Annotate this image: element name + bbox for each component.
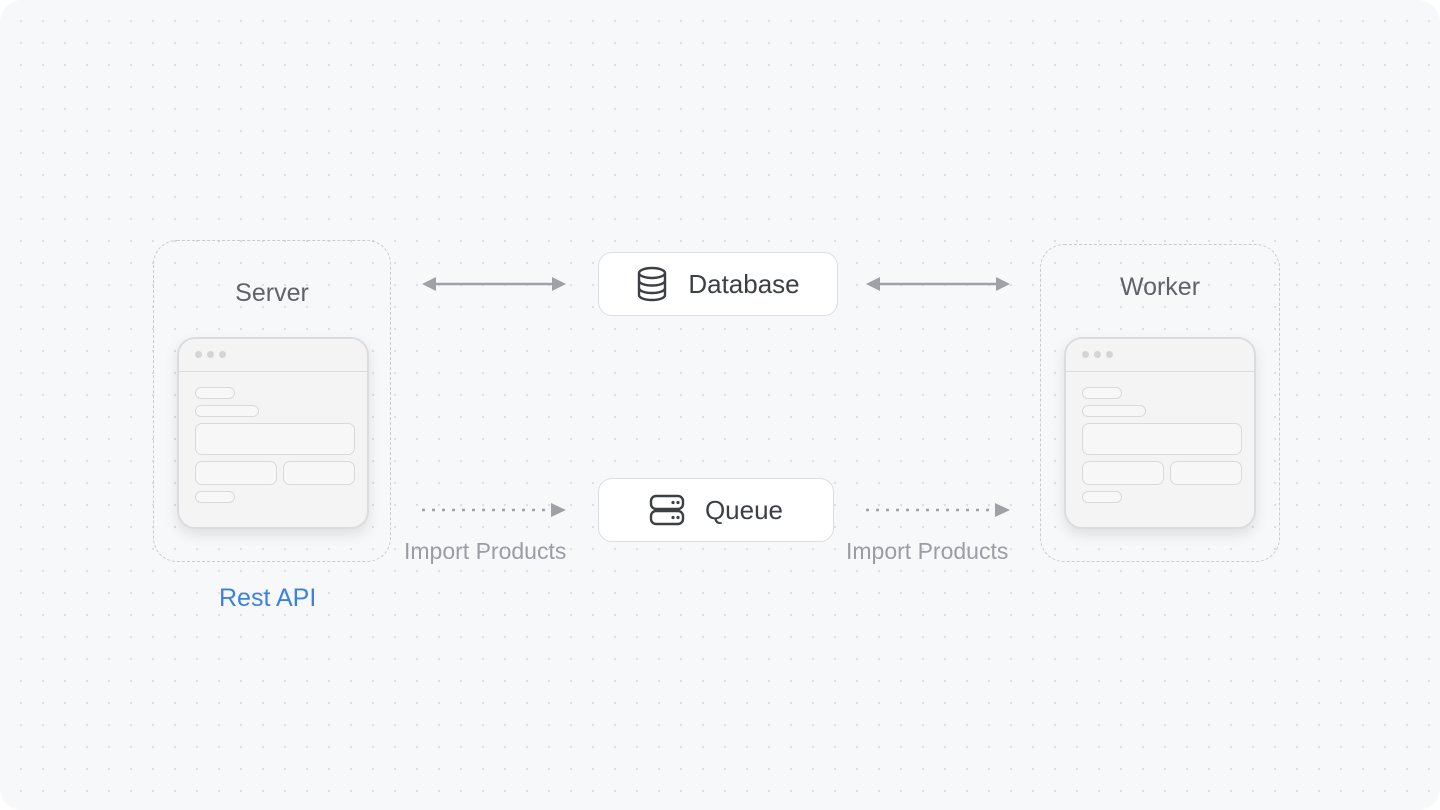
window-line <box>195 491 235 503</box>
database-worker-arrow <box>866 277 1010 291</box>
queue-worker-arrow <box>866 503 1010 517</box>
window-field <box>195 423 355 455</box>
server-queue-arrow <box>422 503 566 517</box>
rest-api-label: Rest API <box>219 584 317 612</box>
window-dot <box>1094 351 1101 358</box>
window-field <box>1170 461 1242 485</box>
window-field <box>1082 423 1242 455</box>
worker-group[interactable]: Worker <box>1040 244 1280 562</box>
window-dot <box>1082 351 1089 358</box>
database-label: Database <box>688 268 800 299</box>
window-line <box>195 387 235 399</box>
window-field <box>195 461 277 485</box>
server-database-arrow <box>422 277 566 291</box>
queue-label: Queue <box>704 494 784 525</box>
window-line <box>195 405 259 417</box>
window-dot <box>1106 351 1113 358</box>
server-window-illustration <box>177 337 369 529</box>
window-title-bar <box>179 339 367 372</box>
window-field <box>283 461 355 485</box>
window-line <box>1082 387 1122 399</box>
window-dot <box>195 351 202 358</box>
worker-title: Worker <box>1119 273 1201 301</box>
server-queue-edge-label: Import Products <box>404 538 567 564</box>
window-dot <box>207 351 214 358</box>
window-field <box>1082 461 1164 485</box>
window-title-bar <box>1066 339 1254 372</box>
queue-worker-edge-label: Import Products <box>846 538 1009 564</box>
server-stack-icon <box>649 494 685 526</box>
database-node[interactable]: Database <box>598 252 838 316</box>
window-line <box>1082 405 1146 417</box>
queue-node[interactable]: Queue <box>598 478 834 542</box>
database-icon <box>636 266 668 302</box>
server-group[interactable]: Server <box>153 240 391 562</box>
window-line <box>1082 491 1122 503</box>
window-dot <box>219 351 226 358</box>
server-title: Server <box>235 279 309 307</box>
worker-window-illustration <box>1064 337 1256 529</box>
